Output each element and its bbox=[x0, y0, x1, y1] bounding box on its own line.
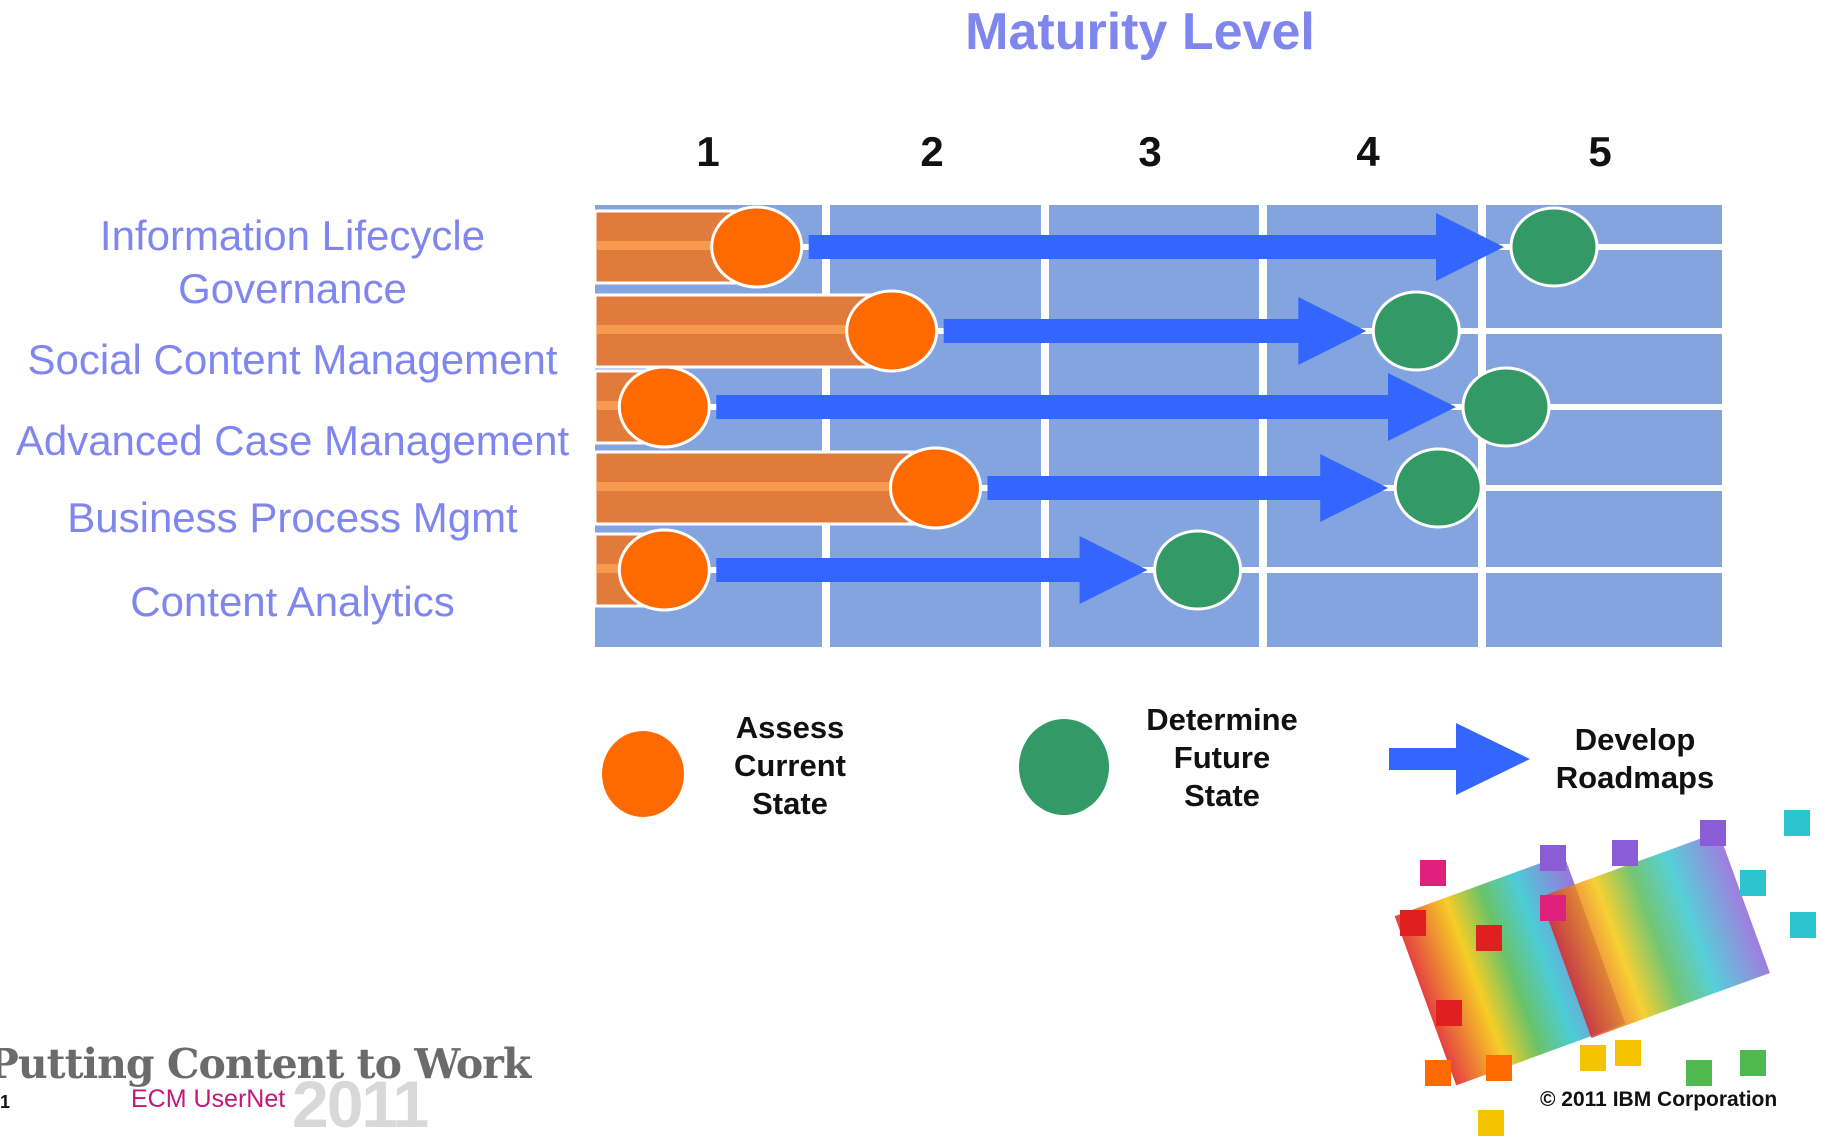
roadmap-arrow bbox=[987, 454, 1389, 522]
legend-line: State bbox=[1184, 778, 1260, 813]
current-state-marker bbox=[889, 446, 982, 530]
future-state-marker bbox=[1371, 290, 1461, 372]
legend-line: State bbox=[752, 786, 828, 821]
capability-row bbox=[593, 528, 1243, 612]
row-label-advanced-case-management: Advanced Case Management bbox=[15, 417, 570, 464]
capability-row bbox=[593, 446, 1483, 530]
legend-determine-label: Determine Future State bbox=[1122, 701, 1322, 815]
footer-year: 2011 bbox=[292, 1067, 429, 1141]
legend bbox=[602, 719, 1530, 817]
row-label-business-process-mgmt: Business Process Mgmt bbox=[67, 494, 518, 541]
legend-assess-label: Assess Current State bbox=[700, 709, 880, 823]
current-state-marker bbox=[845, 289, 939, 373]
roadmap-arrow bbox=[943, 297, 1367, 365]
copyright: © 2011 IBM Corporation bbox=[1540, 1088, 1778, 1111]
level-label-3: 3 bbox=[1138, 128, 1162, 175]
row-label-line: Governance bbox=[178, 265, 407, 312]
capability-row bbox=[593, 289, 1461, 373]
chart-title: Maturity Level bbox=[965, 3, 1315, 61]
legend-future-state-marker bbox=[1019, 719, 1109, 815]
roadmap-arrow bbox=[808, 213, 1504, 281]
page-number: 1 bbox=[0, 1092, 11, 1112]
footer-tagline: Putting Content to Work bbox=[0, 1040, 531, 1088]
level-label-1: 1 bbox=[696, 128, 720, 175]
legend-develop-label: Develop Roadmaps bbox=[1535, 721, 1735, 797]
grid-column-divider bbox=[822, 205, 830, 647]
legend-line: Current bbox=[734, 748, 846, 783]
level-label-2: 2 bbox=[920, 128, 944, 175]
legend-line: Determine bbox=[1146, 702, 1298, 737]
legend-line: Assess bbox=[735, 710, 845, 745]
row-label-information-lifecycle-governance: Information Lifecycle Governance bbox=[0, 209, 585, 315]
current-state-marker bbox=[617, 528, 711, 612]
current-state-marker bbox=[710, 205, 804, 289]
legend-line: Roadmaps bbox=[1555, 760, 1715, 795]
current-state-marker bbox=[617, 365, 711, 449]
capability-row bbox=[593, 365, 1551, 449]
legend-line: Future bbox=[1173, 740, 1271, 775]
capability-rows bbox=[593, 205, 1599, 612]
level-label-4: 4 bbox=[1356, 128, 1380, 175]
capability-row bbox=[593, 205, 1599, 289]
current-state-bar-stripe bbox=[597, 325, 890, 334]
footer-event-name: ECM UserNet bbox=[131, 1085, 286, 1113]
current-state-bar-stripe bbox=[597, 482, 934, 491]
future-state-marker bbox=[1509, 206, 1599, 288]
roadmap-arrow bbox=[716, 536, 1148, 604]
grid-column-divider bbox=[1041, 205, 1049, 647]
legend-current-state-marker bbox=[602, 731, 684, 817]
roadmap-arrow bbox=[716, 373, 1456, 441]
legend-roadmap-arrow bbox=[1389, 723, 1530, 795]
future-state-marker bbox=[1153, 529, 1243, 611]
current-state-bar-stripe bbox=[597, 241, 755, 250]
level-label-5: 5 bbox=[1588, 128, 1612, 175]
grid-column-divider bbox=[1259, 205, 1267, 647]
future-state-marker bbox=[1393, 447, 1483, 529]
ibm-cube-logo-art bbox=[1394, 810, 1816, 1136]
row-label-social-content-management: Social Content Management bbox=[27, 336, 558, 383]
future-state-marker bbox=[1461, 366, 1551, 448]
legend-line: Develop bbox=[1574, 722, 1696, 757]
row-label-content-analytics: Content Analytics bbox=[130, 578, 455, 625]
row-label-line: Information Lifecycle bbox=[99, 212, 486, 259]
